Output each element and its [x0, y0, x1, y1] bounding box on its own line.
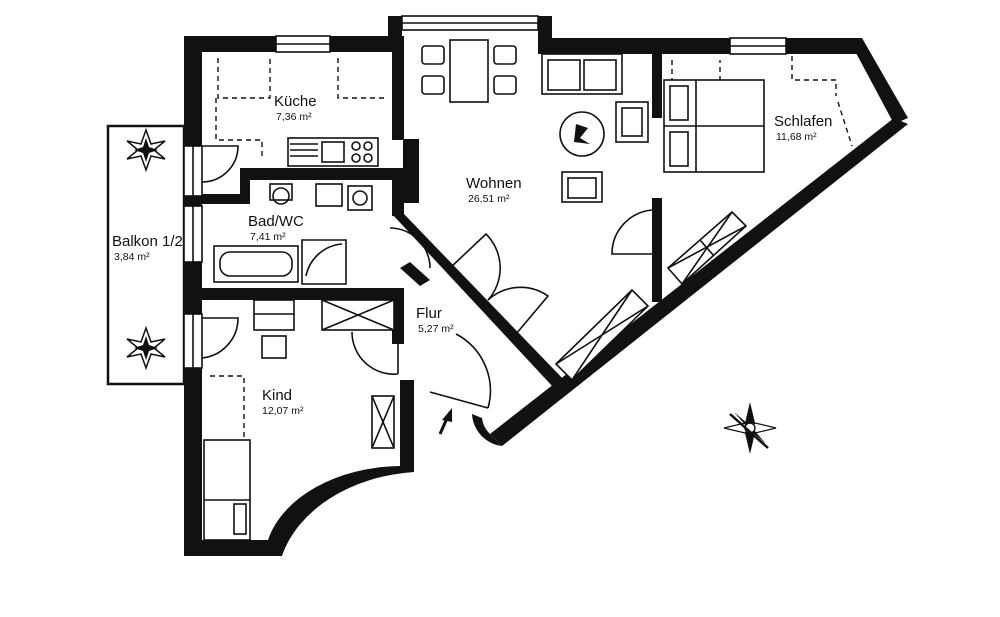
room-name-kind: Kind: [262, 387, 292, 404]
room-name-wohnen: Wohnen: [466, 175, 522, 192]
room-area-flur: 5,27 m²: [418, 323, 454, 335]
balcony: [106, 124, 186, 386]
room-name-kueche: Küche: [274, 93, 317, 110]
living-room-furniture: [421, 39, 650, 382]
room-area-schlafen: 11,68 m²: [776, 131, 817, 143]
windows: [183, 15, 787, 369]
room-labels: Küche 7,36 m² Bad/WC 7,41 m² Balkon 1/2 …: [112, 93, 832, 417]
room-name-balkon: Balkon 1/2: [112, 233, 183, 250]
doors: [201, 145, 653, 409]
bathroom-fixtures: [213, 183, 373, 285]
room-area-kueche: 7,36 m²: [276, 111, 312, 123]
entrance-arrow-icon: [438, 408, 452, 435]
room-name-bad: Bad/WC: [248, 213, 304, 230]
room-name-schlafen: Schlafen: [774, 113, 832, 130]
kids-room-furniture: [203, 299, 395, 541]
plant-icon: [126, 325, 166, 371]
room-area-wohnen: 26,51 m²: [468, 193, 510, 205]
interior-walls: [202, 52, 662, 388]
kitchen-fixtures: [215, 58, 388, 167]
plant-icon: [126, 127, 166, 173]
bedroom-furniture: [663, 56, 853, 286]
room-area-kind: 12,07 m²: [262, 405, 304, 417]
compass-rose-icon: [723, 402, 777, 454]
room-area-balkon: 3,84 m²: [114, 251, 150, 263]
room-name-flur: Flur: [416, 305, 442, 322]
room-area-bad: 7,41 m²: [250, 231, 286, 243]
